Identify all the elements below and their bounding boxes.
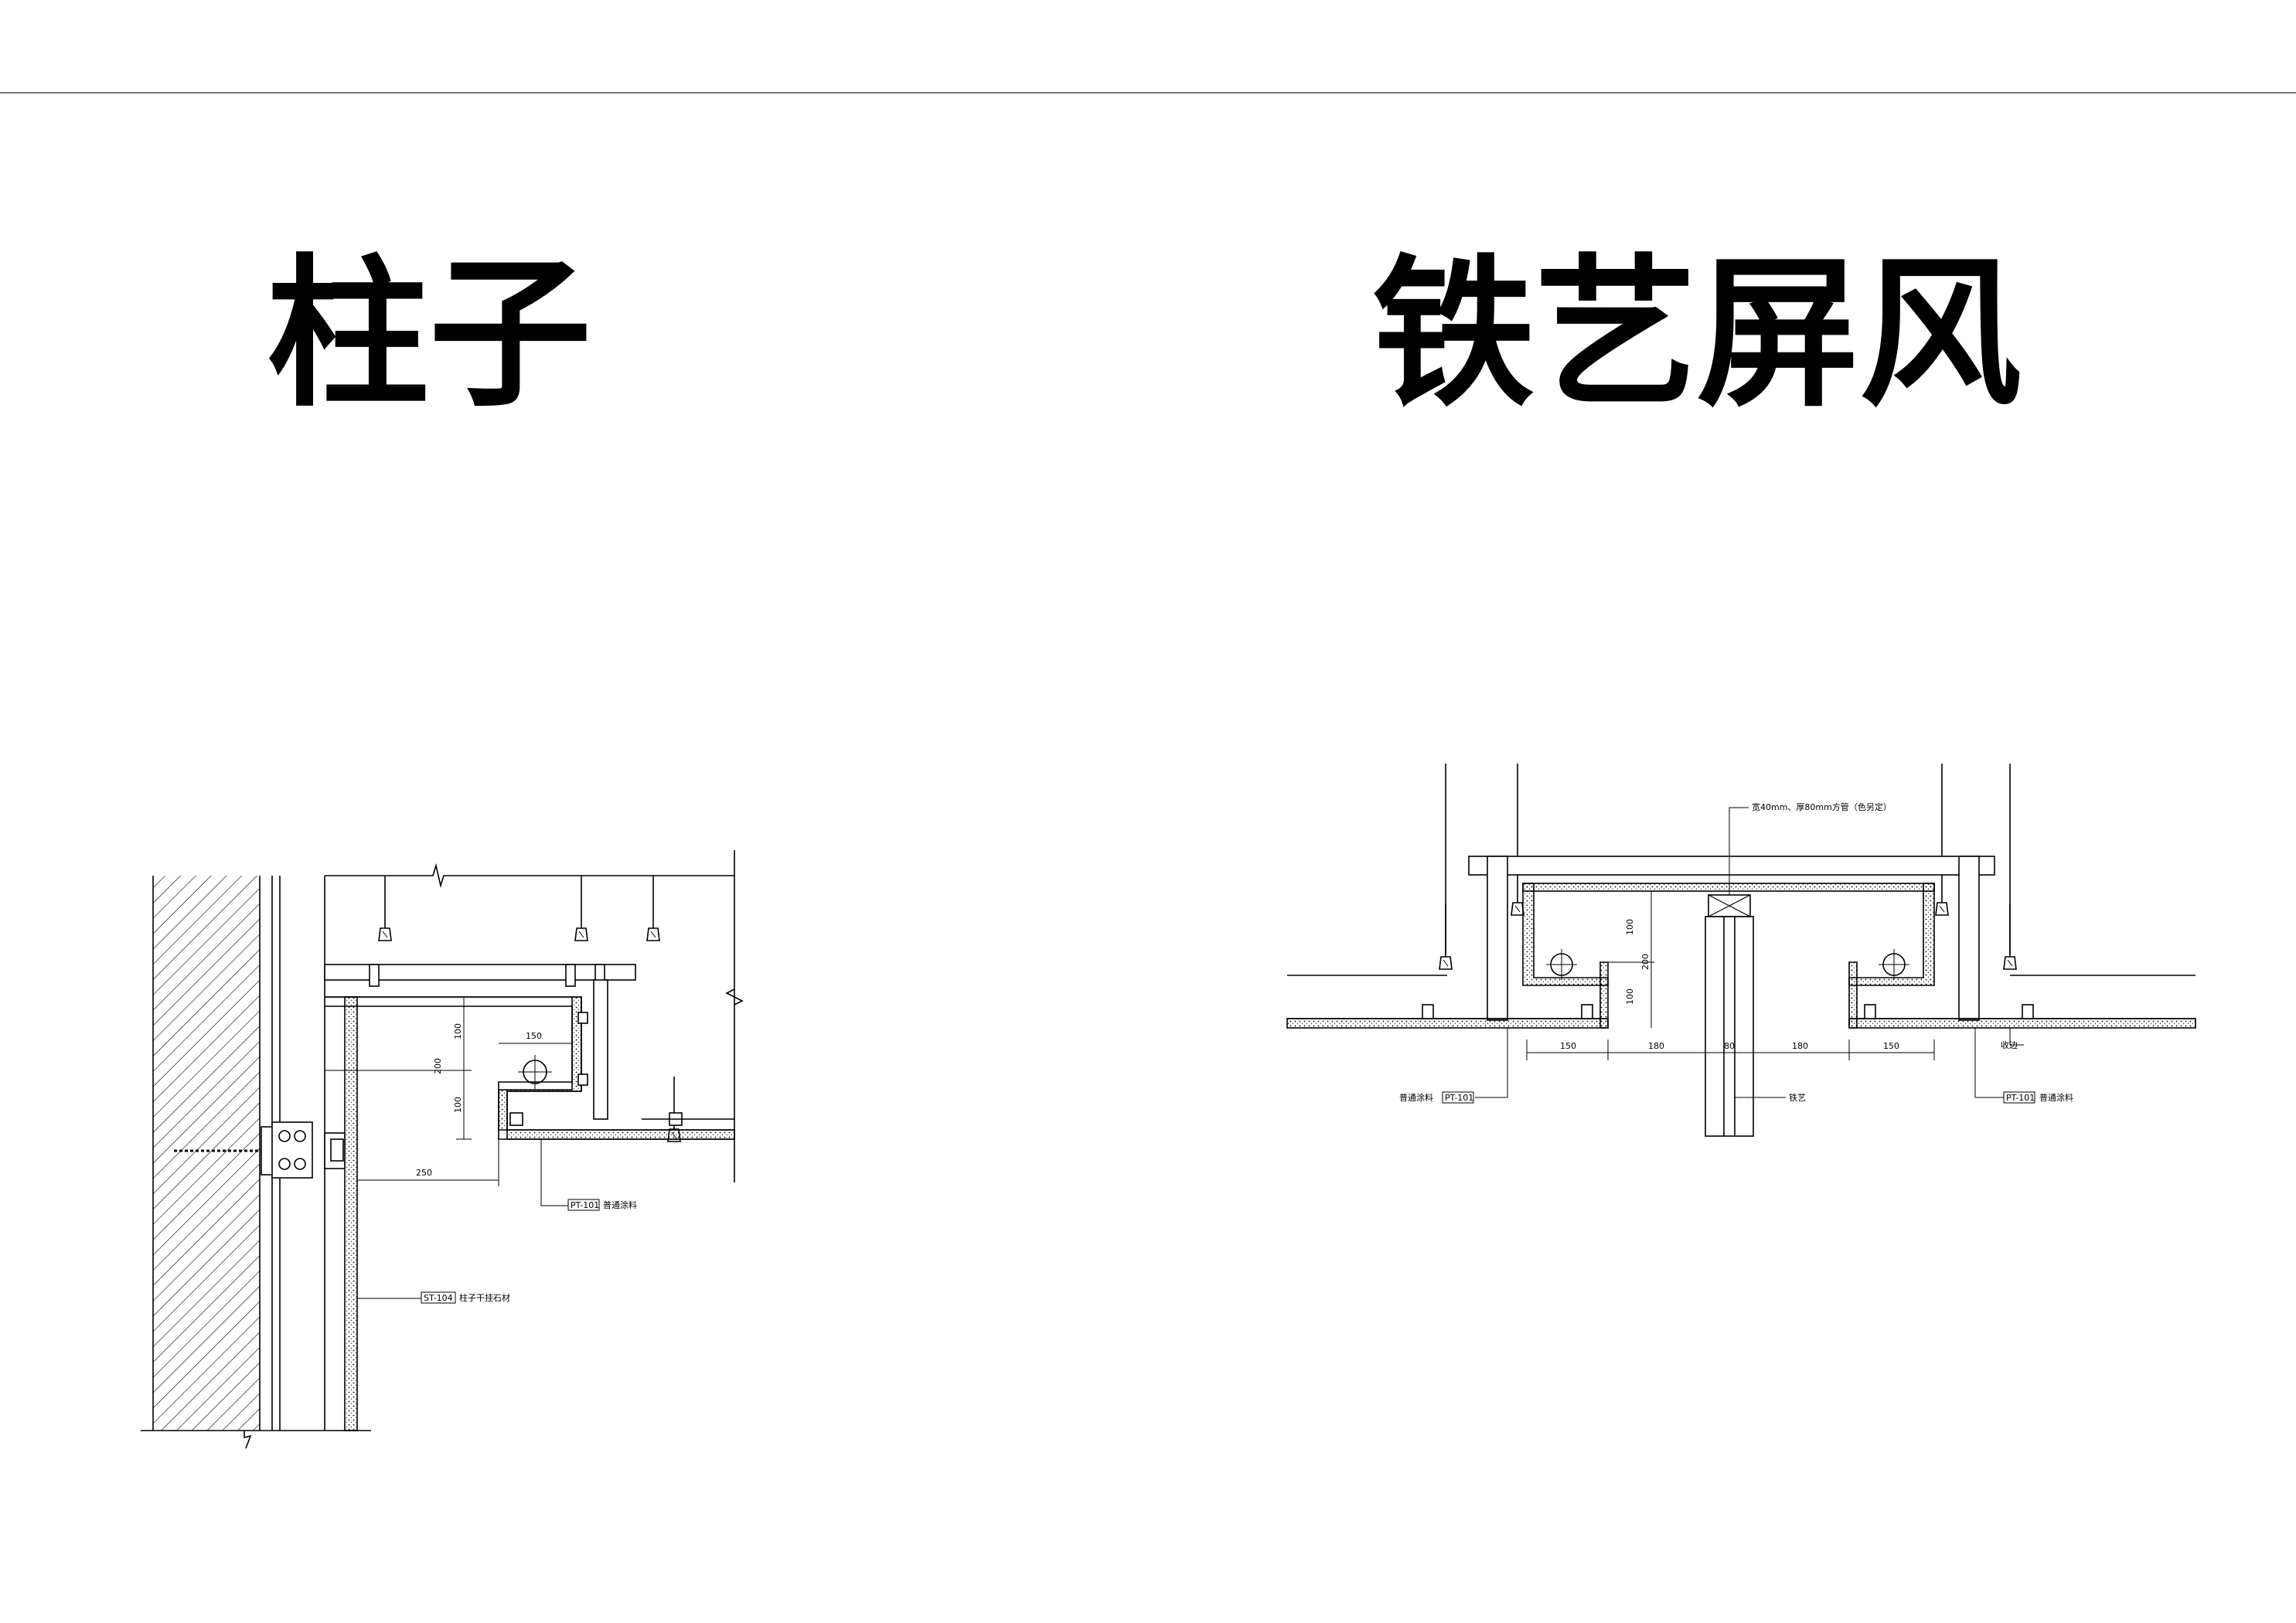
screen-paint-text-right: 普通涂料 (2039, 1092, 2073, 1103)
dim-screen-180-right: 180 (1792, 1041, 1808, 1051)
screen-trim-text: 收边 (2001, 1039, 2018, 1050)
dim-screen-180-left: 180 (1648, 1041, 1664, 1051)
column-paint-code: PT-101 (571, 1200, 599, 1210)
dim-column-100-lower: 100 (453, 1097, 463, 1113)
dim-screen-200: 200 (1640, 954, 1650, 970)
column-stone-code: ST-104 (424, 1293, 453, 1303)
dim-screen-150-right: 150 (1883, 1041, 1899, 1051)
stone-cladding (344, 996, 358, 1431)
right-title: 铁艺屏风 (1372, 240, 2022, 429)
screen-iron-text: 铁艺 (1789, 1093, 1806, 1103)
column-stone-text: 柱子干挂石材 (459, 1292, 510, 1303)
dim-column-200: 200 (433, 1058, 443, 1074)
iron-screen-panel (1705, 916, 1754, 1137)
left-title: 柱子 (267, 240, 591, 429)
dim-column-150: 150 (526, 1031, 542, 1041)
screen-paint-code-left: PT-101 (1445, 1093, 1473, 1103)
wall-hatch (153, 876, 260, 1431)
dim-column-100-upper: 100 (453, 1023, 463, 1039)
screen-paint-text-left: 普通涂料 (1399, 1092, 1433, 1103)
dim-screen-100-lower: 100 (1625, 988, 1635, 1005)
dim-column-250: 250 (416, 1168, 432, 1178)
screen-paint-code-right: PT-101 (2006, 1093, 2035, 1103)
column-paint-text: 普通涂料 (603, 1199, 637, 1210)
dim-screen-100-upper: 100 (1625, 919, 1635, 935)
dim-screen-80: 80 (1724, 1041, 1735, 1051)
dim-screen-150-left: 150 (1560, 1041, 1576, 1051)
column-detail: 200 100 100 150 250 PT-101 普通涂料 ST-104 柱… (141, 850, 744, 1449)
screen-detail: 200 100 100 150 180 80 180 150 宽40mm、厚80… (1286, 764, 2196, 1137)
screen-tube-text: 宽40mm、厚80mm方管（色另定） (1752, 801, 1892, 812)
